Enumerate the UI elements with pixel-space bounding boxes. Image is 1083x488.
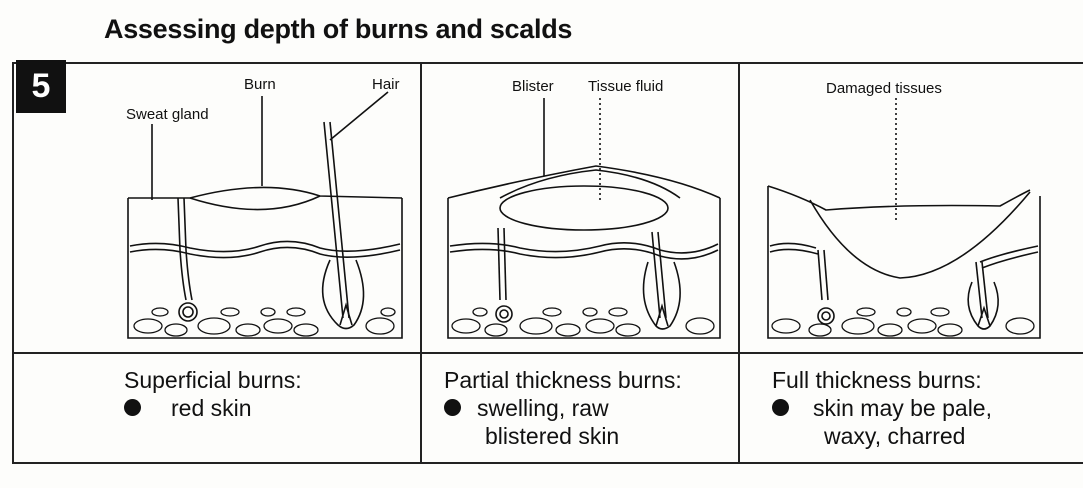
tissue-fluid-label: Tissue fluid: [588, 78, 663, 95]
partial-thickness-burn-diagram: [448, 98, 720, 338]
caption-heading: Partial thickness burns:: [444, 366, 682, 394]
hair-label: Hair: [372, 76, 400, 93]
damaged-tissues-label: Damaged tissues: [826, 80, 942, 97]
caption-bullet-text: waxy, charred: [772, 422, 992, 450]
caption-superficial: Superficial burns: red skin: [124, 366, 302, 422]
caption-bullet-item: red skin: [124, 394, 302, 422]
sweat-gland-label: Sweat gland: [126, 106, 209, 123]
bullet-icon: [444, 399, 461, 416]
superficial-burn-diagram: [128, 92, 402, 338]
caption-bullet-text: skin may be pale,: [813, 394, 992, 422]
blister-label: Blister: [512, 78, 554, 95]
caption-bullet-item: skin may be pale,: [772, 394, 992, 422]
caption-bullet-text: red skin: [163, 394, 252, 422]
caption-partial-thickness: Partial thickness burns: swelling, raw b…: [444, 366, 682, 450]
caption-heading: Superficial burns:: [124, 366, 302, 394]
bullet-icon: [124, 399, 141, 416]
full-thickness-burn-diagram: [768, 98, 1040, 338]
bullet-icon: [772, 399, 789, 416]
caption-bullet-text: blistered skin: [444, 422, 682, 450]
caption-bullet-item: swelling, raw: [444, 394, 682, 422]
caption-bullet-text: swelling, raw: [477, 394, 609, 422]
burn-label: Burn: [244, 76, 276, 93]
caption-heading: Full thickness burns:: [772, 366, 992, 394]
caption-full-thickness: Full thickness burns: skin may be pale, …: [772, 366, 992, 450]
